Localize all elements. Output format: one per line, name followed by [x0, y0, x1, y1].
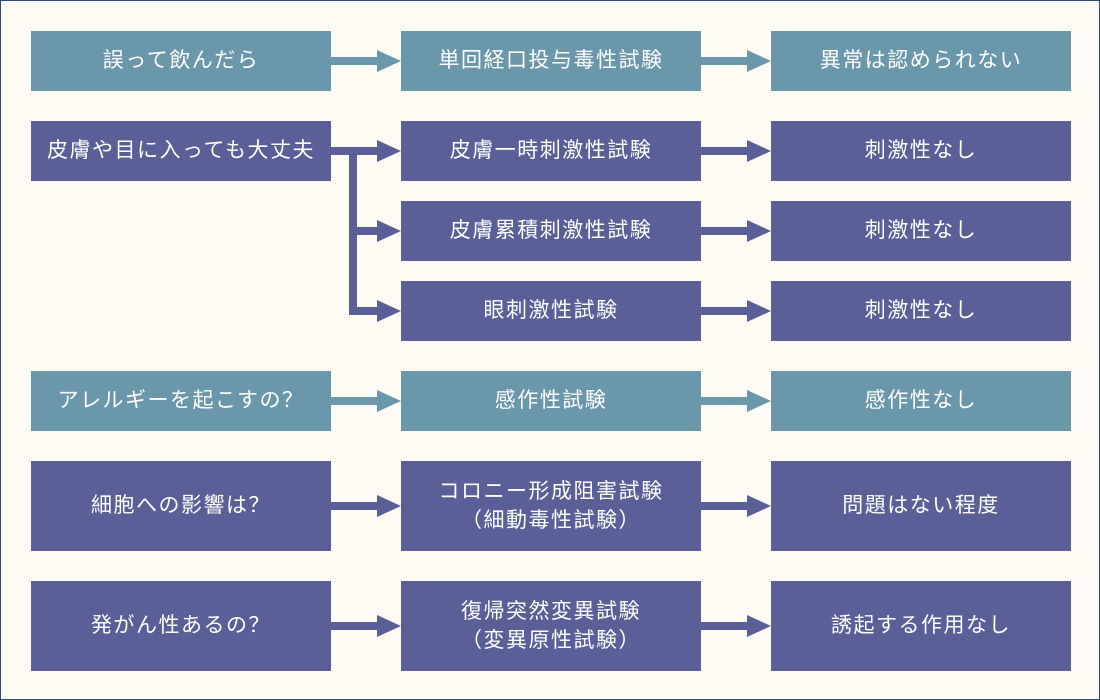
test-eye: 眼刺激性試験 [401, 281, 701, 341]
arrow-cells-test-result-head [747, 495, 771, 517]
test-skin-primary-label: 皮膚一時刺激性試験 [449, 138, 653, 163]
arrow-cancer-q-test-shaft [331, 622, 377, 630]
result-oral-label: 異常は認められない [819, 48, 1023, 73]
question-skin-eye: 皮膚や目に入っても大丈夫 [31, 121, 331, 181]
arrow-cancer-test-result-head [747, 615, 771, 637]
arrow-cells-q-test-shaft [331, 502, 377, 510]
question-skin-eye-label: 皮膚や目に入っても大丈夫 [47, 138, 315, 163]
arrow-skin-primary-result-head [747, 140, 771, 162]
test-oral-label: 単回経口投与毒性試験 [438, 48, 664, 73]
result-cancer-label: 誘起する作用なし [831, 613, 1011, 638]
arrow-skin-cumulative-result-head [747, 220, 771, 242]
result-allergy: 感作性なし [771, 371, 1071, 431]
result-eye-label: 刺激性なし [864, 298, 978, 323]
arrow-skin-branch2-head [377, 220, 401, 242]
arrow-skin-primary-result-shaft [701, 147, 747, 155]
question-oral: 誤って飲んだら [31, 31, 331, 91]
result-cells-label: 問題はない程度 [842, 493, 1000, 518]
test-cells-line2: （細動毒性試験） [461, 508, 641, 532]
question-cells-label: 細胞への影響は？ [91, 493, 271, 518]
test-cancer-line2: （変異原性試験） [461, 628, 641, 652]
arrow-allergy-test-result-shaft [701, 397, 747, 405]
question-oral-label: 誤って飲んだら [102, 48, 260, 73]
arrow-cells-q-test-head [377, 495, 401, 517]
arrow-cells-test-result-shaft [701, 502, 747, 510]
arrow-skin-branch1-head [377, 140, 401, 162]
result-skin-primary: 刺激性なし [771, 121, 1071, 181]
test-skin-cumulative-label: 皮膚累積刺激性試験 [449, 218, 653, 243]
test-oral: 単回経口投与毒性試験 [401, 31, 701, 91]
test-allergy: 感作性試験 [401, 371, 701, 431]
test-cancer: 復帰突然変異試験 （変異原性試験） [401, 581, 701, 671]
test-eye-label: 眼刺激性試験 [483, 298, 619, 323]
test-skin-cumulative: 皮膚累積刺激性試験 [401, 201, 701, 261]
question-allergy: アレルギーを起こすの？ [31, 371, 331, 431]
arrow-eye-result-shaft [701, 307, 747, 315]
arrow-eye-result-head [747, 300, 771, 322]
test-cancer-line1: 復帰突然変異試験 [461, 598, 641, 623]
result-cancer: 誘起する作用なし [771, 581, 1071, 671]
arrow-cancer-test-result-shaft [701, 622, 747, 630]
arrow-allergy-q-test-shaft [331, 397, 377, 405]
test-cells: コロニー形成阻害試験 （細動毒性試験） [401, 461, 701, 551]
result-oral: 異常は認められない [771, 31, 1071, 91]
result-skin-primary-label: 刺激性なし [864, 138, 978, 163]
test-cells-line1: コロニー形成阻害試験 [438, 478, 664, 503]
arrow-oral-test-result-head [747, 50, 771, 72]
arrow-skin-branch3-head [377, 300, 401, 322]
arrow-allergy-test-result-head [747, 390, 771, 412]
result-skin-cumulative: 刺激性なし [771, 201, 1071, 261]
result-allergy-label: 感作性なし [864, 388, 978, 413]
result-skin-cumulative-label: 刺激性なし [864, 218, 978, 243]
arrow-skin-branch3-shaft [349, 307, 377, 315]
arrow-oral-q-test-shaft [331, 57, 377, 65]
arrow-cancer-q-test-head [377, 615, 401, 637]
result-cells: 問題はない程度 [771, 461, 1071, 551]
test-skin-primary: 皮膚一時刺激性試験 [401, 121, 701, 181]
question-cancer-label: 発がん性あるの？ [91, 613, 271, 638]
result-eye: 刺激性なし [771, 281, 1071, 341]
arrow-oral-test-result-shaft [701, 57, 747, 65]
question-allergy-label: アレルギーを起こすの？ [57, 388, 305, 413]
arrow-allergy-q-test-head [377, 390, 401, 412]
test-allergy-label: 感作性試験 [494, 388, 608, 413]
question-cancer: 発がん性あるの？ [31, 581, 331, 671]
arrow-oral-q-test-head [377, 50, 401, 72]
question-cells: 細胞への影響は？ [31, 461, 331, 551]
arrow-skin-cumulative-result-shaft [701, 227, 747, 235]
arrow-skin-branch2-shaft [349, 227, 377, 235]
